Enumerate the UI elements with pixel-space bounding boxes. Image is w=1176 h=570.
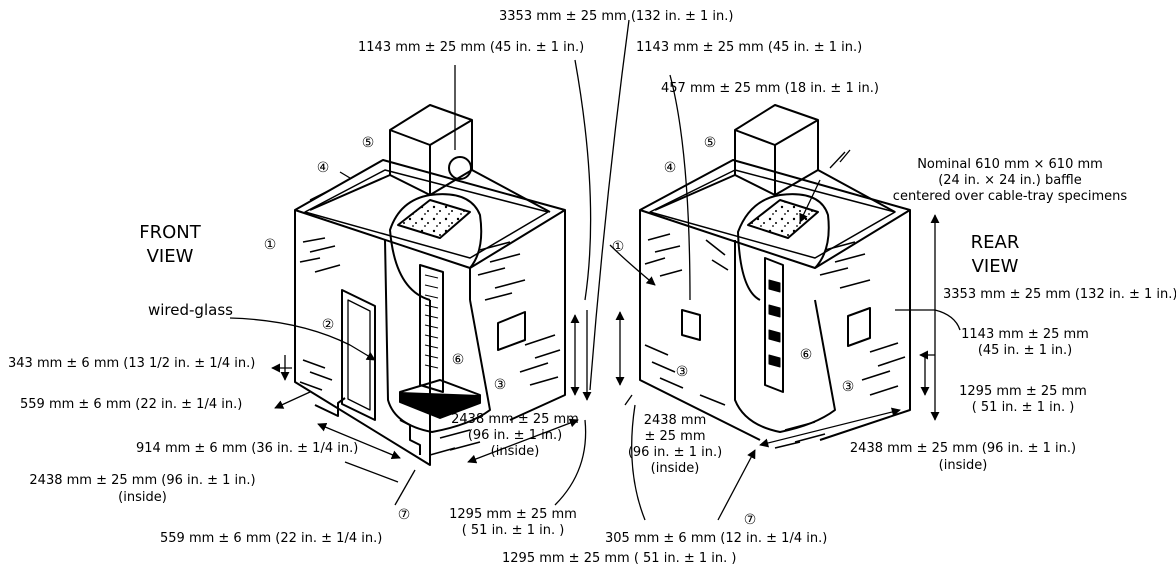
callout-5-front: ⑤ bbox=[361, 135, 375, 151]
dim-rear-width-line1: 2438 mm ± 25 mm (96 in. ± 1 in.) bbox=[849, 441, 1077, 456]
dim-front-depth-line3: (inside) bbox=[490, 444, 540, 459]
rear-view-title-line1: REAR bbox=[970, 232, 1020, 253]
wired-glass-label: wired-glass bbox=[148, 301, 233, 319]
callout-4-rear: ④ bbox=[663, 160, 677, 176]
dim-front-depth-line2: (96 in. ± 1 in.) bbox=[467, 428, 563, 443]
dim-rear-depth-line2: ± 25 mm bbox=[644, 429, 706, 444]
dim-bottom-1295: 1295 mm ± 25 mm ( 51 in. ± 1 in. ) bbox=[502, 551, 737, 566]
dim-front-width-line1: 2438 mm ± 25 mm (96 in. ± 1 in.) bbox=[29, 473, 256, 488]
dim-rear-width-line2: (inside) bbox=[938, 458, 988, 473]
dim-rear-depth-line1: 2438 mm bbox=[643, 413, 707, 428]
dim-rear-height: 3353 mm ± 25 mm (132 in. ± 1 in.) bbox=[943, 287, 1176, 302]
dimension-lines bbox=[229, 19, 961, 521]
callout-3-front: ③ bbox=[493, 377, 507, 393]
dim-hood-right: 1143 mm ± 25 mm (45 in. ± 1 in.) bbox=[636, 40, 863, 55]
callout-5-rear: ⑤ bbox=[703, 135, 717, 151]
callout-3-rear-b: ③ bbox=[841, 379, 855, 395]
dim-door-height: 343 mm ± 6 mm (13 1/2 in. ± 1/4 in.) bbox=[8, 356, 256, 371]
callout-4-front: ④ bbox=[316, 160, 330, 176]
callout-2-front: ② bbox=[321, 317, 335, 333]
callout-1-front: ① bbox=[263, 237, 277, 253]
dim-window-1143-line1: 1143 mm ± 25 mm bbox=[961, 327, 1089, 342]
baffle-label-line2: (24 in. × 24 in.) baffle bbox=[938, 173, 1082, 188]
dim-total-height-top: 3353 mm ± 25 mm (132 in. ± 1 in.) bbox=[499, 9, 734, 24]
rear-view-title-line2: VIEW bbox=[971, 256, 1019, 277]
dim-window-1295-line1: 1295 mm ± 25 mm bbox=[959, 384, 1087, 399]
dim-rear-depth-line4: (inside) bbox=[650, 461, 700, 476]
callout-7-rear: ⑦ bbox=[743, 512, 757, 528]
callout-3-rear-a: ③ bbox=[675, 364, 689, 380]
dim-center-1295-line2: ( 51 in. ± 1 in. ) bbox=[461, 523, 565, 538]
dim-window-1295-line2: ( 51 in. ± 1 in. ) bbox=[971, 400, 1075, 415]
dim-door-914: 914 mm ± 6 mm (36 in. ± 1/4 in.) bbox=[136, 441, 359, 456]
dim-window-1143-line2: (45 in. ± 1 in.) bbox=[977, 343, 1073, 358]
dim-door-559-a: 559 mm ± 6 mm (22 in. ± 1/4 in.) bbox=[20, 397, 243, 412]
baffle-label-line3: centered over cable-tray specimens bbox=[892, 189, 1128, 204]
dim-center-1295-line1: 1295 mm ± 25 mm bbox=[449, 507, 577, 522]
callout-7-front: ⑦ bbox=[397, 507, 411, 523]
dim-door-559-b: 559 mm ± 6 mm (22 in. ± 1/4 in.) bbox=[160, 531, 383, 546]
baffle-label-line1: Nominal 610 mm × 610 mm bbox=[917, 157, 1103, 172]
front-enclosure bbox=[294, 104, 566, 466]
front-view-title-line1: FRONT bbox=[139, 222, 201, 243]
rear-enclosure bbox=[639, 104, 911, 449]
dim-front-depth-line1: 2438 mm ± 25 mm bbox=[451, 412, 579, 427]
dim-hood-left: 1143 mm ± 25 mm (45 in. ± 1 in.) bbox=[358, 40, 585, 55]
front-view-title-line2: VIEW bbox=[146, 246, 194, 267]
callout-1-rear: ① bbox=[611, 239, 625, 255]
dim-vent-18: 457 mm ± 25 mm (18 in. ± 1 in.) bbox=[661, 81, 879, 96]
dim-bottom-305: 305 mm ± 6 mm (12 in. ± 1/4 in.) bbox=[605, 531, 828, 546]
dim-rear-depth-line3: (96 in. ± 1 in.) bbox=[627, 445, 723, 460]
callout-6-front: ⑥ bbox=[451, 352, 465, 368]
callout-6-rear: ⑥ bbox=[799, 347, 813, 363]
dim-front-width-line2: (inside) bbox=[118, 490, 167, 505]
